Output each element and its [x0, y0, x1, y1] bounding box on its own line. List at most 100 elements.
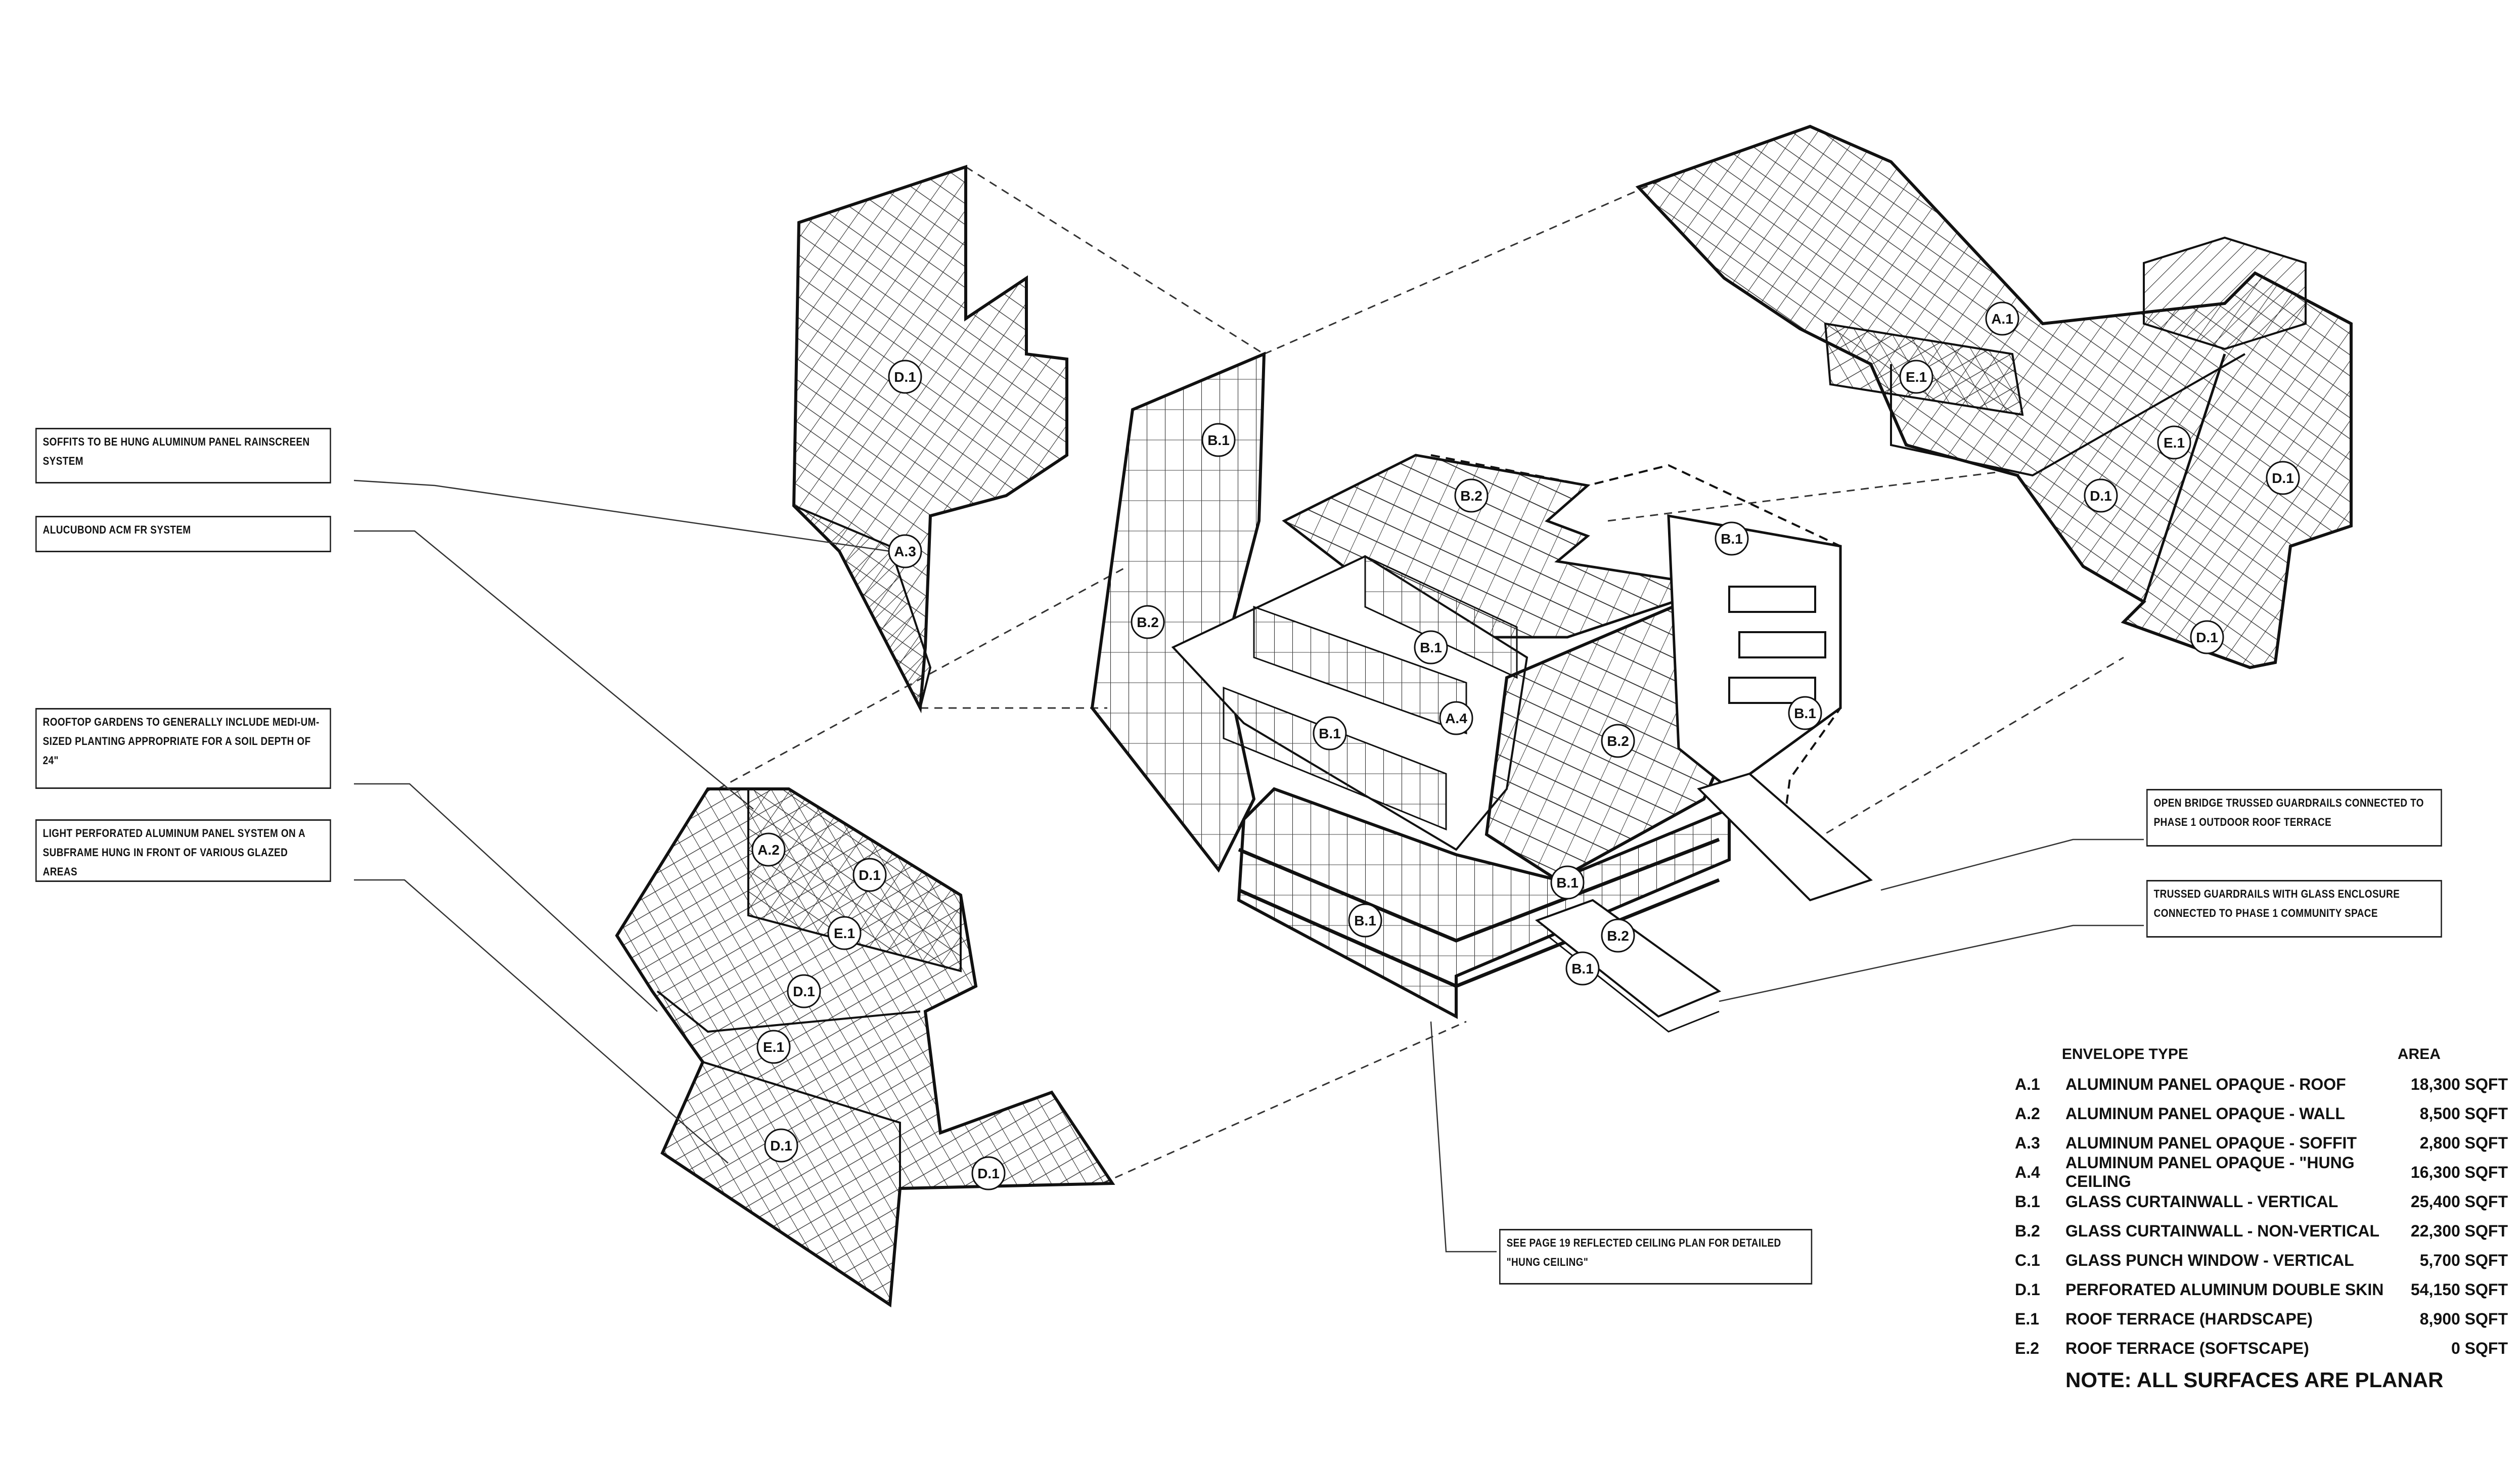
tag-label: B.1 — [1556, 875, 1579, 891]
tag-circle — [1201, 423, 1236, 457]
legend-type: ALUMINUM PANEL OPAQUE - WALL — [2065, 1104, 2345, 1123]
legend-area: 22,300 SQFT — [2410, 1221, 2508, 1240]
callout-alucobond: ALUCUBOND ACM FR SYSTEM — [35, 516, 331, 552]
tag-circle — [888, 534, 922, 568]
tag-circle — [1565, 951, 1600, 986]
tag-circle — [1715, 521, 1749, 556]
legend-type: GLASS PUNCH WINDOW - VERTICAL — [2065, 1251, 2354, 1269]
legend-type: ROOF TERRACE (SOFTSCAPE) — [2065, 1339, 2309, 1357]
legend-row: C.1 GLASS PUNCH WINDOW - VERTICAL 5,700 SQ… — [2015, 1246, 2508, 1275]
legend-row: D.1 PERFORATED ALUMINUM DOUBLE SKIN 54,150… — [2015, 1275, 2508, 1304]
tag-label: D.1 — [793, 984, 815, 999]
legend-row: A.2 ALUMINUM PANEL OPAQUE - WALL 8,500 SQF… — [2015, 1099, 2508, 1128]
tag-label: B.2 — [1607, 733, 1629, 749]
tag-circle — [1348, 903, 1382, 938]
tag-label: A.4 — [1445, 711, 1467, 726]
tag-label: B.1 — [1354, 913, 1376, 929]
tag-label: A.3 — [894, 544, 916, 559]
tag-circle — [787, 974, 821, 1008]
tag-label: E.1 — [834, 925, 855, 941]
legend-type: ALUMINUM PANEL OPAQUE - "HUNG CEILING — [2065, 1154, 2355, 1190]
envelope-tags: D.1A.3A.2D.1E.1D.1E.1D.1D.1B.1B.2B.1B.2B… — [751, 301, 2300, 1190]
legend-area: 16,300 SQFT — [2410, 1163, 2508, 1181]
legend-code: B.2 — [2015, 1221, 2040, 1240]
legend-type: ALUMINUM PANEL OPAQUE - ROOF — [2065, 1075, 2346, 1093]
tag-circle — [2157, 425, 2191, 460]
legend-code: A.2 — [2015, 1104, 2040, 1123]
tag-circle — [751, 832, 786, 867]
tag-label: E.1 — [2164, 435, 2185, 451]
tag-label: B.1 — [1571, 961, 1594, 977]
legend-code: D.1 — [2015, 1280, 2040, 1299]
legend-row: A.1 ALUMINUM PANEL OPAQUE - ROOF 18,300 SQ… — [2015, 1070, 2508, 1099]
callout-rooftop-gardens: ROOFTOP GARDENS TO GENERALLY INCLUDE MED… — [35, 708, 331, 789]
legend-area: 0 SQFT — [2451, 1339, 2508, 1357]
legend-type: ALUMINUM PANEL OPAQUE - SOFFIT — [2065, 1133, 2357, 1152]
tag-label: E.1 — [763, 1039, 784, 1055]
tag-circle — [756, 1030, 791, 1064]
tag-circle — [1414, 630, 1448, 665]
legend-row: B.2 GLASS CURTAINWALL - NON-VERTICAL 22,30… — [2015, 1216, 2508, 1246]
tag-label: D.1 — [859, 867, 881, 883]
tag-label: D.1 — [2196, 630, 2218, 645]
tag-circle — [2266, 461, 2300, 495]
tag-circle — [1899, 360, 1933, 394]
legend-code: E.1 — [2015, 1309, 2040, 1328]
callout-hung-ceiling: SEE PAGE 19 REFLECTED CEILING PLAN FOR D… — [1499, 1229, 1813, 1285]
legend-header: ENVELOPE TYPE AREA — [2015, 1039, 2508, 1070]
callout-trussed-guardrails: TRUSSED GUARDRAILS WITH GLASS ENCLOSURE … — [2146, 880, 2442, 938]
tag-label: D.1 — [894, 369, 916, 385]
legend-area: 25,400 SQFT — [2410, 1192, 2508, 1211]
legend-area: 5,700 SQFT — [2419, 1251, 2508, 1269]
tag-label: B.1 — [1794, 705, 1816, 721]
tag-circle — [2084, 478, 2118, 513]
tag-circle — [1601, 724, 1635, 758]
legend-area: 2,800 SQFT — [2419, 1133, 2508, 1152]
callout-perforated-panel: LIGHT PERFORATED ALUMINUM PANEL SYSTEM O… — [35, 819, 331, 882]
legend-note: NOTE: ALL SURFACES ARE PLANAR — [2065, 1368, 2444, 1392]
legend-header-type: ENVELOPE TYPE — [2061, 1046, 2188, 1063]
legend-rows: A.1 ALUMINUM PANEL OPAQUE - ROOF 18,300 SQ… — [2015, 1070, 2508, 1363]
legend-type: GLASS CURTAINWALL - NON-VERTICAL — [2065, 1221, 2379, 1240]
tag-circle — [1454, 478, 1489, 513]
central-building — [1090, 351, 1873, 1033]
tag-label: D.1 — [2090, 488, 2112, 504]
tag-circle — [852, 858, 887, 892]
legend-code: E.2 — [2015, 1339, 2040, 1357]
legend-code: A.1 — [2015, 1075, 2040, 1093]
tag-label: D.1 — [977, 1166, 1000, 1181]
tag-label: D.1 — [2272, 470, 2294, 486]
tag-circle — [1313, 716, 1347, 750]
tag-circle — [827, 916, 862, 950]
tag-circle — [1601, 918, 1635, 953]
legend-area: 8,900 SQFT — [2419, 1309, 2508, 1328]
legend-code: B.1 — [2015, 1192, 2040, 1211]
legend-area: 8,500 SQFT — [2419, 1104, 2508, 1123]
top-left-d1-piece — [792, 164, 1068, 714]
tag-circle — [1788, 696, 1822, 730]
legend-row: A.3 ALUMINUM PANEL OPAQUE - SOFFIT 2,800 S… — [2015, 1128, 2508, 1158]
tag-circle — [764, 1128, 798, 1163]
legend-code: C.1 — [2015, 1251, 2040, 1269]
tag-label: B.1 — [1420, 640, 1442, 655]
legend-row: B.1 GLASS CURTAINWALL - VERTICAL 25,400 SQ… — [2015, 1187, 2508, 1216]
callout-open-bridge: OPEN BRIDGE TRUSSED GUARDRAILS CONNECTED… — [2146, 789, 2442, 847]
legend-code: A.4 — [2015, 1163, 2040, 1181]
legend-row: E.2 ROOF TERRACE (SOFTSCAPE) 0 SQFT — [2015, 1334, 2508, 1363]
legend-area: 18,300 SQFT — [2410, 1075, 2508, 1093]
tag-circle — [1985, 301, 2019, 336]
tag-label: B.2 — [1607, 928, 1629, 944]
tag-label: A.1 — [1991, 311, 2013, 327]
tag-label: B.2 — [1460, 488, 1482, 504]
legend-code: A.3 — [2015, 1133, 2040, 1152]
tag-label: D.1 — [770, 1138, 792, 1154]
tag-label: E.1 — [1906, 369, 1927, 385]
tag-circle — [1131, 605, 1165, 639]
legend-area: 54,150 SQFT — [2410, 1280, 2508, 1299]
legend-type: GLASS CURTAINWALL - VERTICAL — [2065, 1192, 2338, 1211]
leader-lines — [353, 479, 2144, 1253]
legend-type: PERFORATED ALUMINUM DOUBLE SKIN — [2065, 1280, 2384, 1299]
